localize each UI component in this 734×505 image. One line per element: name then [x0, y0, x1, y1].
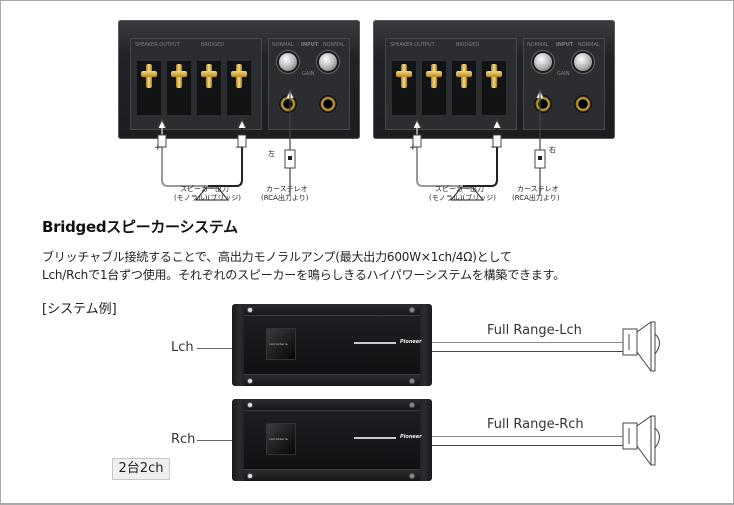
brand-badge: carrozzeria	[266, 423, 296, 455]
amp-body: carrozzeria Pioneer	[244, 304, 422, 386]
minus-symbol: −	[490, 143, 498, 153]
screw-icon	[410, 474, 414, 478]
lch-output-wire-top	[432, 342, 628, 343]
config-tag: 2台2ch	[112, 458, 170, 480]
gain-label: GAIN	[302, 71, 315, 77]
stereo-caption-sub: (RCA出力より)	[261, 194, 309, 202]
input-section: NORMAL INPUT NORMAL GAIN	[523, 38, 605, 130]
screw-icon	[248, 308, 252, 312]
speaker-caption: スピーカー出力	[180, 185, 229, 193]
speaker-icon-lch	[622, 321, 660, 372]
speaker-output-section: SPEAKER OUTPUT BRIDGED	[385, 38, 517, 130]
wiring-lines	[412, 88, 546, 201]
rch-input-label: Rch	[171, 432, 196, 447]
bridged-label: BRIDGED	[201, 42, 225, 48]
minus-symbol: −	[235, 143, 243, 153]
plus-symbol: +	[154, 143, 162, 153]
rch-output-label: Full Range-Rch	[487, 417, 584, 432]
speaker-terminal	[392, 61, 416, 115]
lch-output-label: Full Range-Lch	[487, 323, 582, 338]
side-label-right: 右	[549, 146, 556, 154]
gain-knob	[534, 53, 552, 71]
system-example-heading: [システム例]	[42, 302, 117, 317]
lch-input-line	[197, 348, 235, 349]
input-label: INPUT	[301, 42, 319, 48]
plus-symbol: +	[409, 143, 417, 153]
gain-label: GAIN	[557, 71, 570, 77]
wiring-diagram-right: SPEAKER OUTPUT BRIDGED NORMAL INPUT NORM…	[373, 20, 615, 210]
amp-body: carrozzeria Pioneer	[244, 399, 422, 481]
speaker-terminal	[137, 61, 161, 115]
stereo-caption: カーステレオ	[517, 185, 559, 193]
wiring-lines	[157, 88, 296, 201]
speaker-caption: スピーカー出力	[435, 185, 484, 193]
badge-text: carrozzeria	[269, 437, 288, 441]
speaker-terminal	[167, 61, 191, 115]
brand-logo: Pioneer	[400, 339, 422, 345]
amplifier-lch: carrozzeria Pioneer	[232, 304, 432, 386]
normal-label: NORMAL	[578, 42, 600, 48]
screw-icon	[410, 403, 414, 407]
speaker-output-label: SPEAKER OUTPUT	[135, 42, 180, 48]
screw-icon	[248, 474, 252, 478]
gain-knob	[279, 53, 297, 71]
amp-rear-panel: SPEAKER OUTPUT BRIDGED NORMAL INPUT NORM…	[373, 20, 615, 139]
amp-rear-panel: SPEAKER OUTPUT BRIDGED NORMAL INPUT NORM…	[118, 20, 360, 139]
amp-heatsink-right	[416, 399, 432, 481]
stereo-caption-sub: (RCA出力より)	[512, 194, 560, 202]
normal-label: NORMAL	[527, 42, 549, 48]
screw-icon	[248, 379, 252, 383]
speaker-terminal	[197, 61, 221, 115]
bridged-label: BRIDGED	[456, 42, 480, 48]
amp-heatsink-right	[416, 304, 432, 386]
speaker-terminal	[227, 61, 251, 115]
stereo-caption: カーステレオ	[266, 185, 308, 193]
speaker-terminal	[482, 61, 506, 115]
speaker-caption-sub: (モノラル)(ブリッジ)	[174, 194, 241, 202]
speaker-output-section: SPEAKER OUTPUT BRIDGED	[130, 38, 262, 130]
wiring-diagram-left: SPEAKER OUTPUT BRIDGED NORMAL INPUT NORM…	[118, 20, 360, 210]
rch-output-wire-top	[432, 436, 628, 437]
rca-jack	[319, 95, 337, 113]
rca-jack	[534, 95, 552, 113]
amplifier-rch: carrozzeria Pioneer	[232, 399, 432, 481]
rch-output-wire-bottom	[432, 445, 628, 446]
screw-icon	[410, 379, 414, 383]
screw-icon	[410, 308, 414, 312]
input-section: NORMAL INPUT NORMAL GAIN	[268, 38, 350, 130]
side-label-left: 左	[268, 150, 275, 158]
description-line-1: ブリッチャブル接続することで、高出力モノラルアンプ(最大出力600W×1ch/4…	[42, 250, 512, 264]
rca-jack	[574, 95, 592, 113]
model-text-line	[354, 437, 396, 439]
model-text-line	[354, 342, 396, 344]
gain-knob	[574, 53, 592, 71]
speaker-icon-rch	[622, 415, 660, 466]
screw-icon	[248, 403, 252, 407]
lch-output-wire-bottom	[432, 351, 628, 352]
lch-input-label: Lch	[171, 340, 194, 355]
rca-jack	[279, 95, 297, 113]
rch-input-line	[197, 440, 235, 441]
speaker-output-label: SPEAKER OUTPUT	[390, 42, 435, 48]
speaker-terminal	[452, 61, 476, 115]
gain-knob	[319, 53, 337, 71]
speaker-terminal	[422, 61, 446, 115]
badge-text: carrozzeria	[269, 342, 288, 346]
section-title: Bridgedスピーカーシステム	[42, 218, 238, 236]
description-line-2: Lch/Rchで1台ずつ使用。それぞれのスピーカーを鳴らしきるハイパワーシステム…	[42, 268, 565, 282]
brand-badge: carrozzeria	[266, 328, 296, 360]
speaker-caption-sub: (モノラル)(ブリッジ)	[429, 194, 496, 202]
normal-label: NORMAL	[323, 42, 345, 48]
brand-logo: Pioneer	[400, 434, 422, 440]
input-label: INPUT	[556, 42, 574, 48]
normal-label: NORMAL	[272, 42, 294, 48]
